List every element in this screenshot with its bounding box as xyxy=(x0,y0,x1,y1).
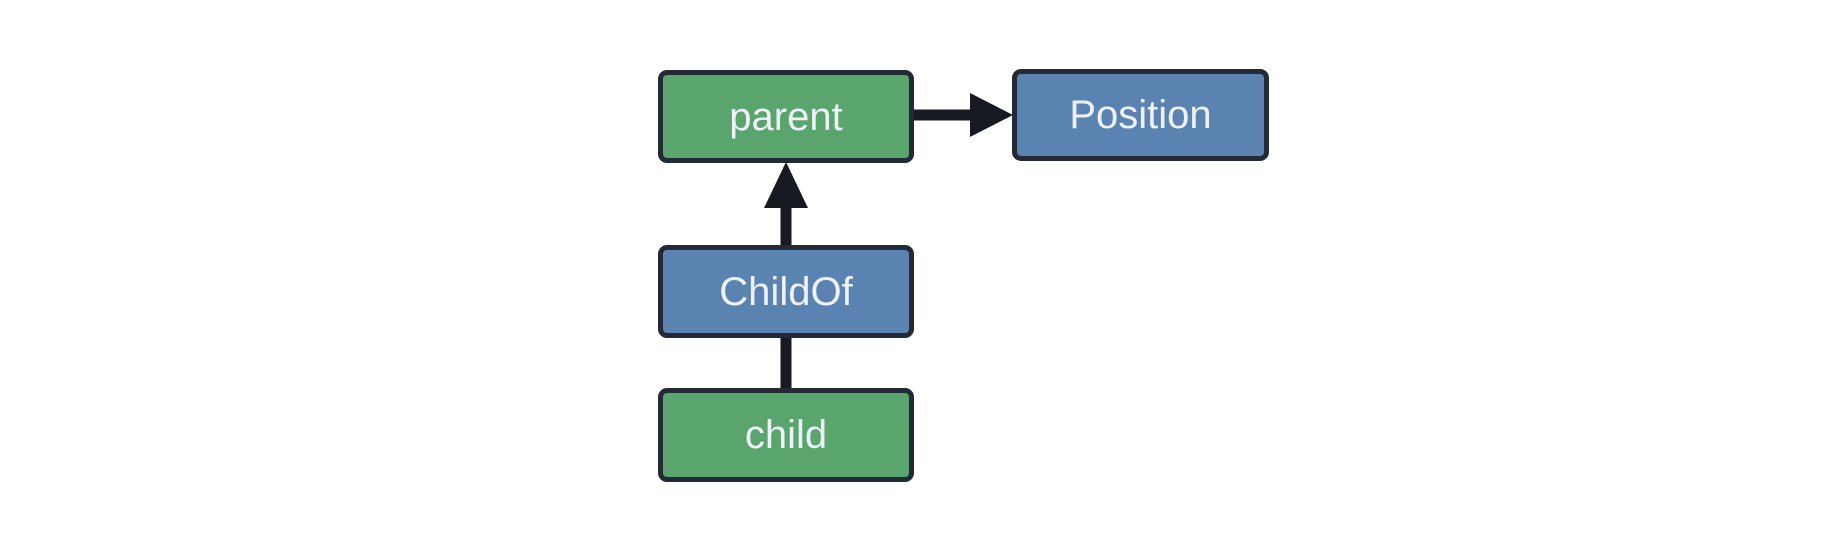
node-position-label: Position xyxy=(1069,93,1212,137)
node-parent: parent xyxy=(658,70,914,163)
node-child-label: child xyxy=(744,413,828,457)
node-parent-label: parent xyxy=(729,94,843,139)
node-childof-label: ChildOf xyxy=(719,269,853,314)
node-child: child xyxy=(658,388,914,482)
edge-childof-to-parent xyxy=(764,162,808,250)
node-childof: ChildOf xyxy=(658,245,914,338)
arrowhead-up-icon xyxy=(764,162,808,208)
node-position: Position xyxy=(1012,69,1269,161)
edge-parent-to-position xyxy=(910,93,1013,137)
arrowhead-right-icon xyxy=(970,93,1013,137)
